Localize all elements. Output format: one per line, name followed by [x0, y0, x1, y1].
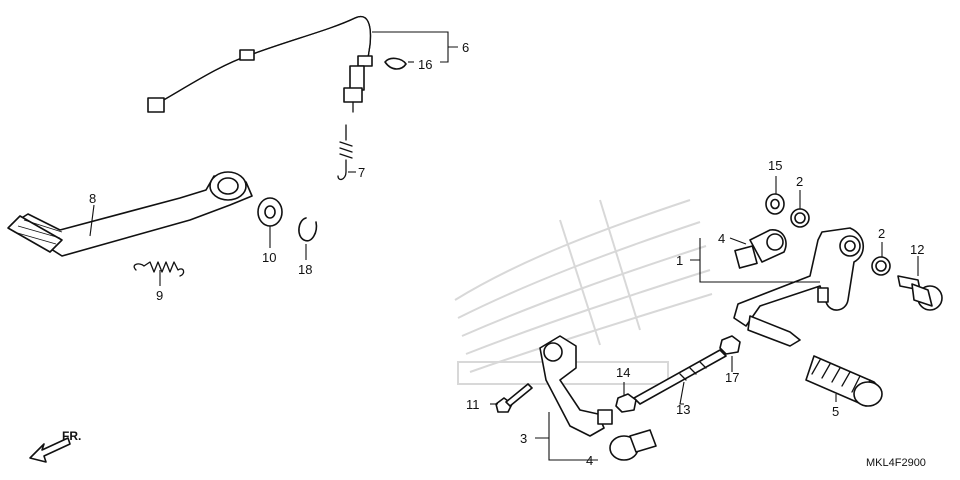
callout-3: 3: [520, 431, 527, 446]
gearshift-arm[interactable]: [539, 335, 613, 437]
callout-2-upper: 2: [796, 174, 803, 189]
rod-nut-upper[interactable]: [719, 335, 741, 355]
washer[interactable]: [257, 197, 283, 227]
arm-bolt[interactable]: [495, 383, 533, 413]
callout-2-lower: 2: [878, 226, 885, 241]
callout-14: 14: [616, 365, 630, 380]
watermark-wing-logo: [454, 199, 713, 385]
front-direction-label: FR.: [62, 429, 81, 443]
callout-17: 17: [725, 370, 739, 385]
callout-7: 7: [358, 165, 365, 180]
stop-switch-harness[interactable]: [147, 15, 373, 113]
callout-5: 5: [832, 404, 839, 419]
clip[interactable]: [384, 57, 407, 70]
rod-nut-lower[interactable]: [615, 393, 637, 413]
brake-return-spring[interactable]: [133, 261, 185, 277]
circlip[interactable]: [298, 217, 318, 242]
shift-joint-lower[interactable]: [609, 429, 657, 461]
callout-6: 6: [462, 40, 469, 55]
callout-12: 12: [910, 242, 924, 257]
callout-11: 11: [466, 397, 480, 412]
step-rubber[interactable]: [805, 355, 883, 407]
shift-joint-upper[interactable]: [734, 229, 787, 269]
callout-1: 1: [676, 253, 683, 268]
switch-spring[interactable]: [337, 124, 353, 181]
o-ring-lower[interactable]: [871, 256, 891, 276]
callout-15: 15: [768, 158, 782, 173]
step-washer[interactable]: [765, 193, 785, 215]
callout-4-upper: 4: [718, 231, 725, 246]
callout-8: 8: [89, 191, 96, 206]
shift-rod[interactable]: [633, 349, 727, 405]
callout-18: 18: [298, 262, 312, 277]
callout-16: 16: [418, 57, 432, 72]
callout-lines: [89, 31, 919, 461]
diagram-code: MKL4F2900: [866, 457, 926, 469]
callout-10: 10: [262, 250, 276, 265]
brake-pedal[interactable]: [7, 171, 253, 257]
callout-13: 13: [676, 402, 690, 417]
callout-4-lower: 4: [586, 453, 593, 468]
front-direction-arrow-icon: [29, 437, 71, 463]
o-ring-upper[interactable]: [790, 208, 810, 228]
callout-9: 9: [156, 288, 163, 303]
holder-pin[interactable]: [897, 275, 943, 311]
step-holder[interactable]: [733, 227, 865, 347]
